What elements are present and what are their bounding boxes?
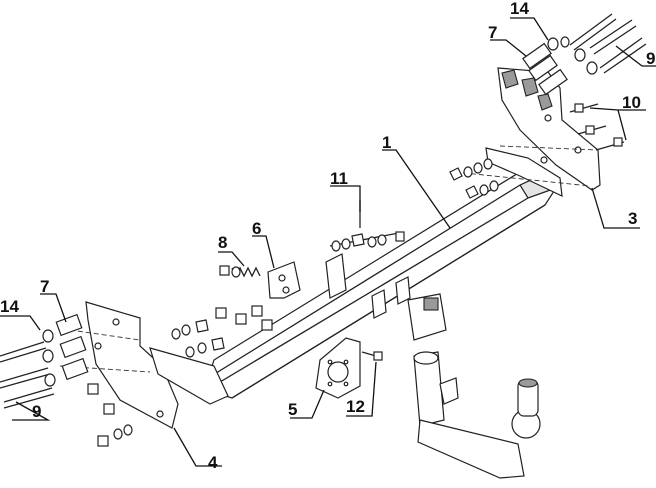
callout-8: 8 [218, 233, 227, 252]
left-nut-washer-set [171, 305, 273, 358]
left-bolt-set [0, 313, 133, 447]
socket-plate [315, 337, 383, 399]
right-nut-washer-set [449, 158, 499, 199]
callout-4: 4 [208, 453, 218, 472]
callout-12: 12 [346, 397, 365, 416]
callout-1: 1 [382, 133, 391, 152]
callout-7-right: 7 [488, 23, 497, 42]
ball-mount [407, 293, 541, 479]
callout-labels: 1 3 4 5 6 7 7 8 9 9 10 11 12 14 14 [0, 0, 655, 472]
callout-14-left: 14 [0, 297, 19, 316]
right-side-bracket [454, 67, 601, 198]
main-crossbar [206, 171, 557, 399]
callout-11: 11 [330, 169, 348, 188]
callout-7-left: 7 [40, 277, 49, 296]
callout-5: 5 [288, 400, 297, 419]
callout-14-right: 14 [510, 0, 529, 18]
center-bolt-set [329, 200, 405, 252]
right-bolt-set [522, 13, 647, 151]
callout-9-right: 9 [646, 49, 655, 68]
callout-9-left: 9 [32, 402, 41, 421]
callout-6: 6 [252, 219, 261, 238]
callout-leaders [0, 17, 656, 467]
left-side-bracket [59, 301, 229, 429]
socket-bracket [219, 261, 301, 299]
callout-3: 3 [628, 209, 637, 228]
callout-10: 10 [622, 93, 641, 112]
